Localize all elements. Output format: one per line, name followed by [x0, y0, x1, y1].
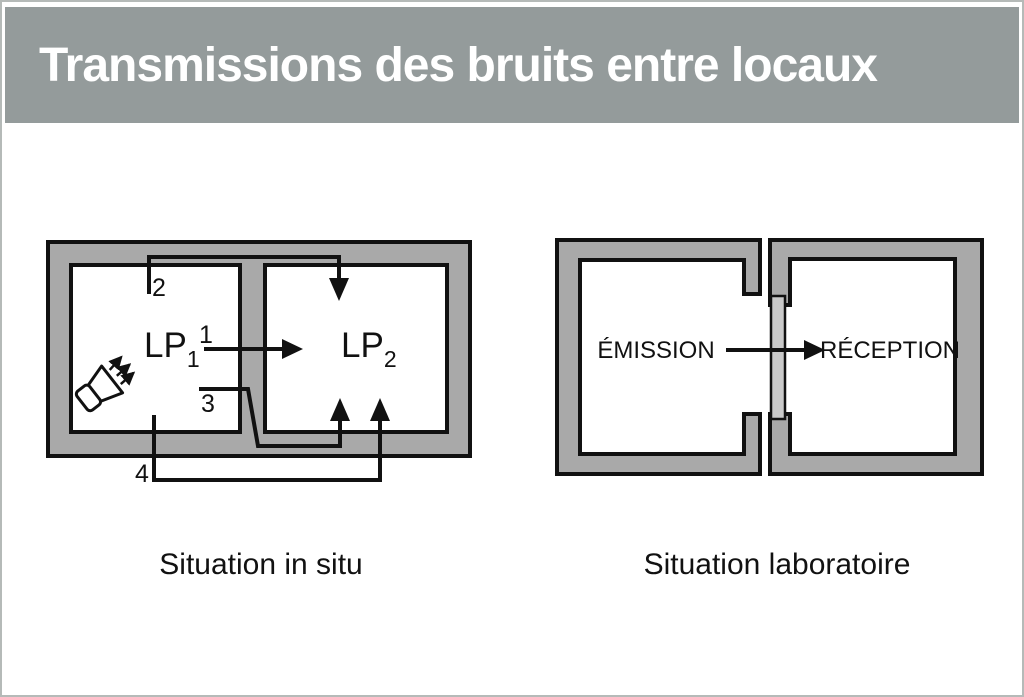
emission-room-label: ÉMISSION — [597, 337, 714, 364]
page-title: Transmissions des bruits entre locaux — [39, 38, 878, 92]
source-room-label: LP1 — [144, 326, 200, 372]
arrowhead-up-icon — [370, 398, 390, 421]
arrowhead-down-icon — [329, 278, 349, 301]
laboratory-caption: Situation laboratoire — [644, 548, 911, 581]
path-label-3: 3 — [201, 390, 215, 418]
arrowhead-right-icon — [282, 339, 303, 359]
path-label-4: 4 — [135, 460, 149, 488]
path-label-2: 2 — [152, 274, 166, 302]
arrowhead-right-icon — [804, 340, 825, 360]
lab-transmission-arrow — [726, 340, 825, 360]
in-situ-diagram: LP1 LP2 1 2 3 4 Situation in situ — [46, 240, 472, 581]
transmission-path-2 — [147, 255, 349, 301]
arrowhead-up-icon — [330, 398, 350, 421]
transmission-path-4 — [152, 398, 390, 482]
transmission-path-1 — [204, 339, 303, 359]
sound-waves-icon — [108, 355, 136, 386]
in-situ-caption: Situation in situ — [159, 548, 362, 581]
header-bar: Transmissions des bruits entre locaux — [5, 7, 1019, 123]
test-specimen — [769, 294, 787, 421]
path-label-1: 1 — [199, 321, 213, 349]
emission-room-structure — [555, 238, 762, 476]
loudspeaker-icon — [74, 355, 136, 413]
laboratory-diagram: ÉMISSION RÉCEPTION Situation laboratoire — [555, 238, 984, 581]
receiving-room-label: LP2 — [341, 326, 397, 372]
reception-room-label: RÉCEPTION — [820, 337, 960, 364]
transmission-path-3 — [199, 387, 350, 448]
